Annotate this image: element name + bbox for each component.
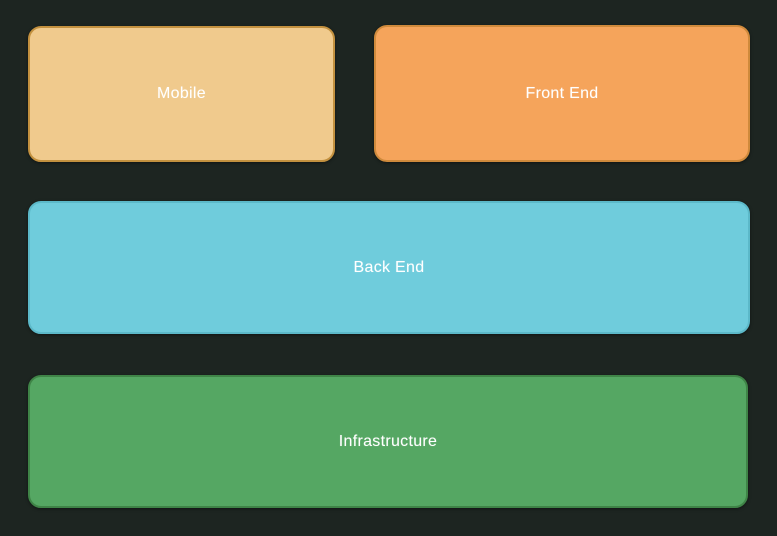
diagram-box-back-end[interactable]: Back End — [28, 201, 750, 334]
diagram-box-infrastructure[interactable]: Infrastructure — [28, 375, 748, 508]
diagram-box-front-end[interactable]: Front End — [374, 25, 750, 162]
diagram-box-infrastructure-label: Infrastructure — [338, 432, 438, 450]
diagram-box-mobile[interactable]: Mobile — [28, 26, 335, 162]
diagram-box-back-end-label: Back End — [353, 258, 425, 276]
diagram-box-mobile-label: Mobile — [157, 85, 206, 102]
diagram-box-front-end-label: Front End — [525, 84, 599, 102]
